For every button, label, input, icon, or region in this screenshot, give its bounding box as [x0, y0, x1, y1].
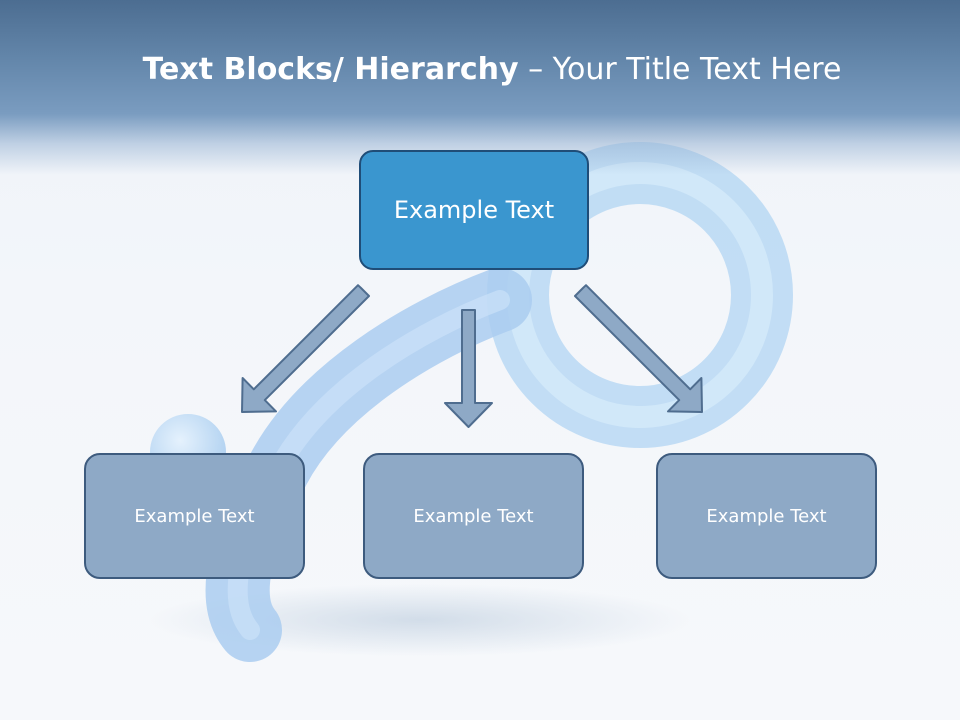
arrow-middle — [444, 309, 493, 428]
child-text-block-right: Example Text — [656, 453, 877, 579]
arrow-left — [241, 284, 370, 413]
title-bold: Text Blocks/ Hierarchy — [142, 52, 519, 87]
child-text-block-middle: Example Text — [363, 453, 584, 579]
top-text-block: Example Text — [359, 150, 589, 270]
arrow-right — [574, 284, 703, 413]
title-separator: – — [518, 52, 553, 87]
child-text-block-label: Example Text — [134, 505, 255, 527]
child-text-block-label: Example Text — [413, 505, 534, 527]
slide-title: Text Blocks/ Hierarchy – Your Title Text… — [0, 52, 960, 87]
child-text-block-label: Example Text — [706, 505, 827, 527]
top-text-block-label: Example Text — [393, 196, 555, 224]
child-text-block-left: Example Text — [84, 453, 305, 579]
header-band — [0, 0, 960, 175]
title-light: Your Title Text Here — [552, 52, 842, 87]
